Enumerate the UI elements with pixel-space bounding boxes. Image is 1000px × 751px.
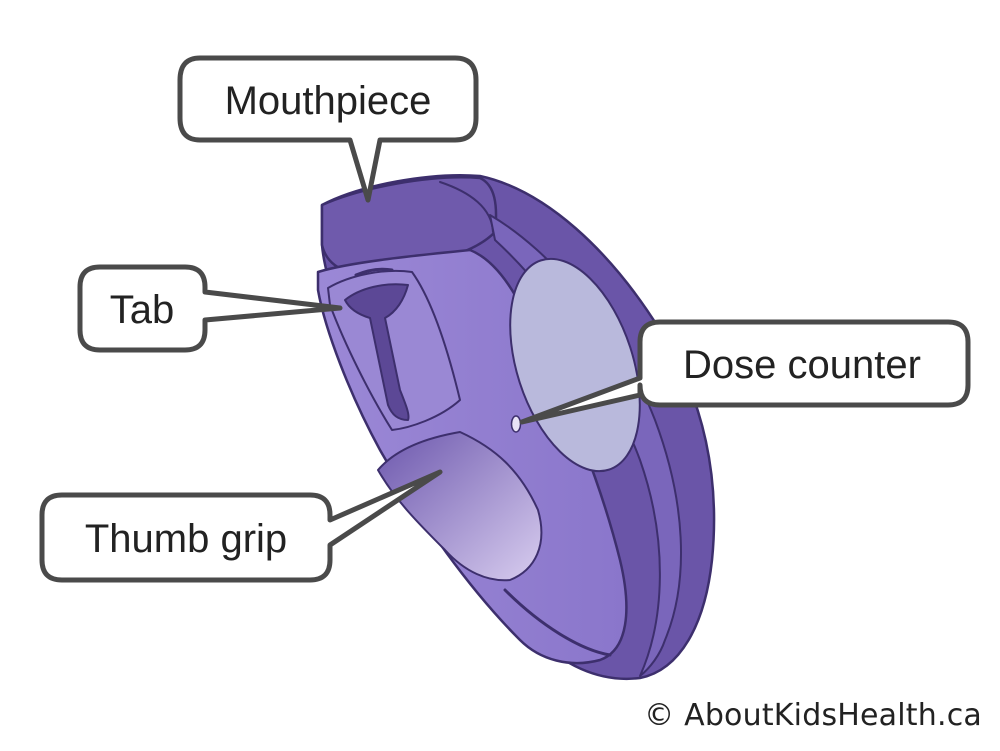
- thumb-grip-part: [377, 431, 543, 582]
- tab-lever: [344, 283, 410, 421]
- label-tab: Tab: [110, 288, 175, 332]
- label-thumb-grip: Thumb grip: [85, 517, 287, 561]
- callout-mouthpiece: Mouthpiece: [177, 55, 479, 203]
- tab-slot: [354, 267, 394, 277]
- label-dose-counter: Dose counter: [683, 343, 921, 387]
- inhaler-device: [316, 174, 716, 681]
- copyright-notice: © AboutKidsHealth.ca: [644, 698, 982, 733]
- bottom-rim: [503, 588, 612, 657]
- dose-counter-hole: [510, 415, 522, 433]
- callout-dose-counter: Dose counter: [519, 319, 971, 425]
- callout-tab: Tab: [77, 264, 343, 353]
- callout-thumb-grip: Thumb grip: [39, 469, 443, 583]
- label-mouthpiece: Mouthpiece: [225, 79, 432, 123]
